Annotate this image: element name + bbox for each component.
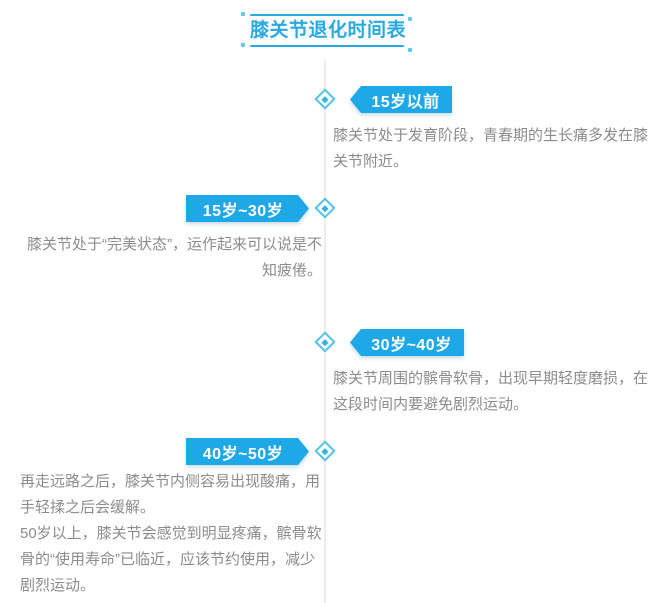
diamond-inner-icon (321, 204, 329, 212)
description-paragraph: 膝关节处于“完美状态”，运作起来可以说是不知疲倦。 (27, 236, 322, 279)
age-label-text: 40岁~50岁 (186, 438, 309, 465)
diamond-inner-icon (321, 338, 329, 346)
diamond-inner-icon (321, 95, 329, 103)
title-dot-top-right (408, 17, 412, 21)
title-dot-bottom-right (408, 48, 412, 52)
title-top-rule (250, 14, 404, 16)
title-dot-top-left (241, 12, 245, 16)
timeline-marker-diamond-icon (314, 331, 336, 353)
diamond-inner-icon (321, 447, 329, 455)
entry-description: 膝关节处于“完美状态”，运作起来可以说是不知疲倦。 (20, 232, 322, 284)
age-label-badge: 15岁~30岁 (186, 195, 300, 222)
description-paragraph: 膝关节处于发育阶段，青春期的生长痛多发在膝关节附近。 (333, 127, 649, 170)
entry-description: 膝关节处于发育阶段，青春期的生长痛多发在膝关节附近。 (333, 123, 649, 175)
timeline-marker-diamond-icon (314, 88, 336, 110)
title-bottom-rule (250, 45, 404, 47)
timeline-marker-diamond-icon (314, 197, 336, 219)
description-paragraph: 50岁以上，膝关节会感觉到明显疼痛，髌骨软骨的“使用寿命”已临近，应该节约使用，… (20, 525, 322, 594)
age-label-text: 15岁以前 (350, 86, 452, 113)
timeline-marker-diamond-icon (314, 440, 336, 462)
age-label-badge: 15岁以前 (350, 86, 452, 113)
age-label-badge: 40岁~50岁 (186, 438, 300, 465)
age-label-text: 30岁~40岁 (350, 329, 464, 356)
age-label-text: 15岁~30岁 (186, 195, 309, 222)
age-label-badge: 30岁~40岁 (350, 329, 464, 356)
page-title: 膝关节退化时间表 (249, 20, 406, 41)
title-dot-bottom-left (241, 43, 245, 47)
description-paragraph: 再走远路之后，膝关节内侧容易出现酸痛，用手轻揉之后会缓解。 (20, 473, 321, 516)
entry-description: 膝关节周围的髌骨软骨，出现早期轻度磨损，在这段时间内要避免剧烈运动。 (333, 366, 649, 418)
description-paragraph: 膝关节周围的髌骨软骨，出现早期轻度磨损，在这段时间内要避免剧烈运动。 (333, 370, 649, 413)
entry-description: 再走远路之后，膝关节内侧容易出现酸痛，用手轻揉之后会缓解。 50岁以上，膝关节会… (20, 469, 323, 599)
